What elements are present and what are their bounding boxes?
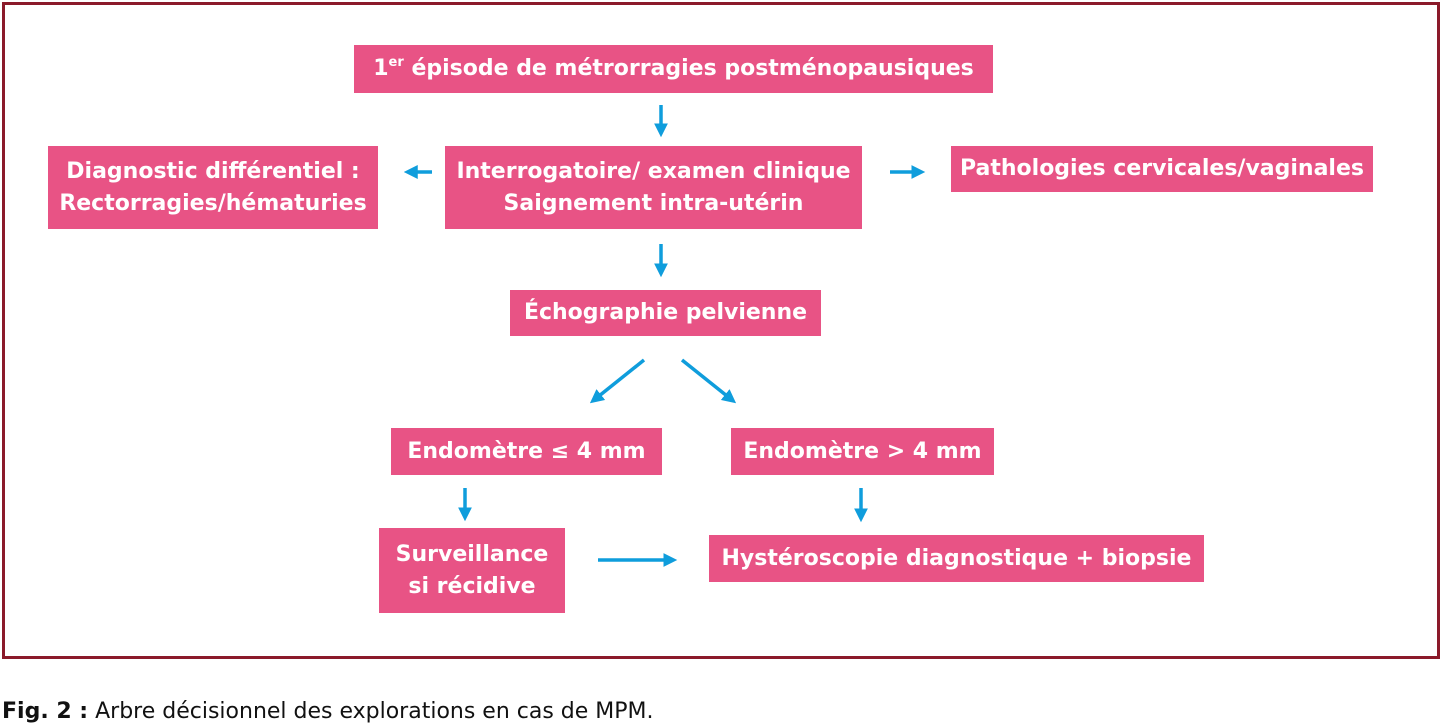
diagram-frame xyxy=(2,2,1440,659)
caption-label: Fig. 2 : xyxy=(2,699,89,724)
node-hysteroscopy: Hystéroscopie diagnostique + biopsie xyxy=(709,535,1204,582)
caption-text: Arbre décisionnel des explorations en ca… xyxy=(88,699,654,724)
node-surveillance: Surveillance si récidive xyxy=(379,528,565,613)
arrow-to-endometrium-low xyxy=(589,358,646,404)
figure-caption: Fig. 2 : Arbre décisionnel des explorati… xyxy=(2,699,654,724)
node-pelvic-ultrasound: Échographie pelvienne xyxy=(510,290,821,336)
arrow-to-endometrium-high xyxy=(680,358,737,404)
node-endometrium-low: Endomètre ≤ 4 mm xyxy=(391,428,662,475)
node-interrogation: Interrogatoire/ examen clinique Saigneme… xyxy=(445,146,862,229)
node-endometrium-high: Endomètre > 4 mm xyxy=(731,428,994,475)
node-cervical-pathologies: Pathologies cervicales/vaginales xyxy=(951,146,1373,192)
node-start: 1er épisode de métrorragies postménopaus… xyxy=(354,45,993,93)
node-differential-diagnosis: Diagnostic différentiel : Rectorragies/h… xyxy=(48,146,378,229)
